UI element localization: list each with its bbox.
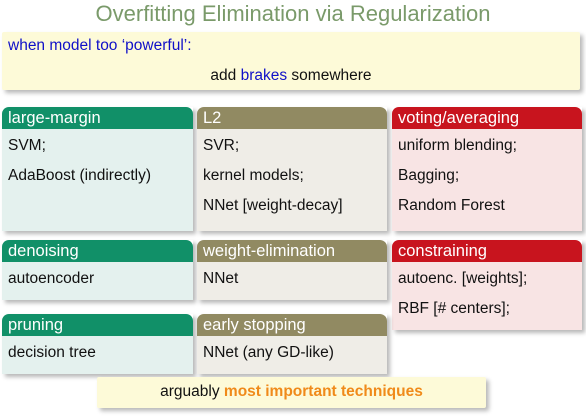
list-item: NNet (any GD-like) bbox=[203, 344, 334, 361]
list-item: uniform blending; bbox=[398, 137, 517, 154]
box-constraining-body: autoenc. [weights]; RBF [# centers]; bbox=[392, 262, 582, 330]
list-item: Bagging; bbox=[398, 167, 460, 184]
list-item: autoencoder bbox=[8, 270, 95, 287]
footer-prefix: arguably bbox=[160, 383, 224, 400]
box-early-stopping-body: NNet (any GD-like) bbox=[197, 336, 387, 374]
list-item: decision tree bbox=[8, 344, 96, 361]
box-denoising-title: denoising bbox=[2, 240, 193, 262]
box-pruning-body: decision tree bbox=[2, 336, 193, 374]
intro-line-2: add brakes somewhere bbox=[2, 67, 580, 85]
box-large-margin-title: large-margin bbox=[2, 107, 193, 129]
box-pruning-title: pruning bbox=[2, 314, 193, 336]
list-item: SVR; bbox=[203, 137, 240, 154]
box-constraining-title: constraining bbox=[392, 240, 582, 262]
intro-line-2-suffix: somewhere bbox=[287, 67, 372, 84]
list-item: kernel models; bbox=[203, 167, 304, 184]
box-weight-elimination: weight-elimination NNet bbox=[197, 240, 387, 300]
box-l2: L2 SVR; kernel models; NNet [weight-deca… bbox=[197, 107, 387, 231]
list-item: Random Forest bbox=[398, 197, 505, 214]
box-voting-averaging-title: voting/averaging bbox=[392, 107, 582, 129]
page-title: Overfitting Elimination via Regularizati… bbox=[95, 1, 491, 26]
box-constraining: constraining autoenc. [weights]; RBF [# … bbox=[392, 240, 582, 330]
box-weight-elimination-title: weight-elimination bbox=[197, 240, 387, 262]
list-item: NNet bbox=[203, 270, 239, 287]
box-large-margin: large-margin SVM; AdaBoost (indirectly) bbox=[2, 107, 193, 231]
box-large-margin-body: SVM; AdaBoost (indirectly) bbox=[2, 129, 193, 231]
box-denoising: denoising autoencoder bbox=[2, 240, 193, 300]
list-item: RBF [# centers]; bbox=[398, 300, 510, 317]
intro-line-1: when model too ‘powerful’: bbox=[8, 37, 192, 54]
box-l2-title: L2 bbox=[197, 107, 387, 129]
intro-highlight-brakes: brakes bbox=[240, 67, 288, 84]
box-voting-averaging: voting/averaging uniform blending; Baggi… bbox=[392, 107, 582, 231]
box-weight-elimination-body: NNet bbox=[197, 262, 387, 300]
box-early-stopping: early stopping NNet (any GD-like) bbox=[197, 314, 387, 374]
box-pruning: pruning decision tree bbox=[2, 314, 193, 374]
list-item: NNet [weight-decay] bbox=[203, 197, 343, 214]
box-voting-averaging-body: uniform blending; Bagging; Random Forest bbox=[392, 129, 582, 231]
list-item: autoenc. [weights]; bbox=[398, 270, 528, 287]
footer-highlight: most important techniques bbox=[223, 383, 423, 400]
list-item: AdaBoost (indirectly) bbox=[8, 167, 152, 184]
list-item: SVM; bbox=[8, 137, 46, 154]
footer-callout: arguably most important techniques bbox=[97, 377, 486, 408]
box-denoising-body: autoencoder bbox=[2, 262, 193, 300]
intro-callout: when model too ‘powerful’: add brakes so… bbox=[2, 32, 580, 90]
box-early-stopping-title: early stopping bbox=[197, 314, 387, 336]
intro-line-2-prefix: add bbox=[210, 67, 241, 84]
footer-line: arguably most important techniques bbox=[97, 383, 486, 401]
box-l2-body: SVR; kernel models; NNet [weight-decay] bbox=[197, 129, 387, 231]
